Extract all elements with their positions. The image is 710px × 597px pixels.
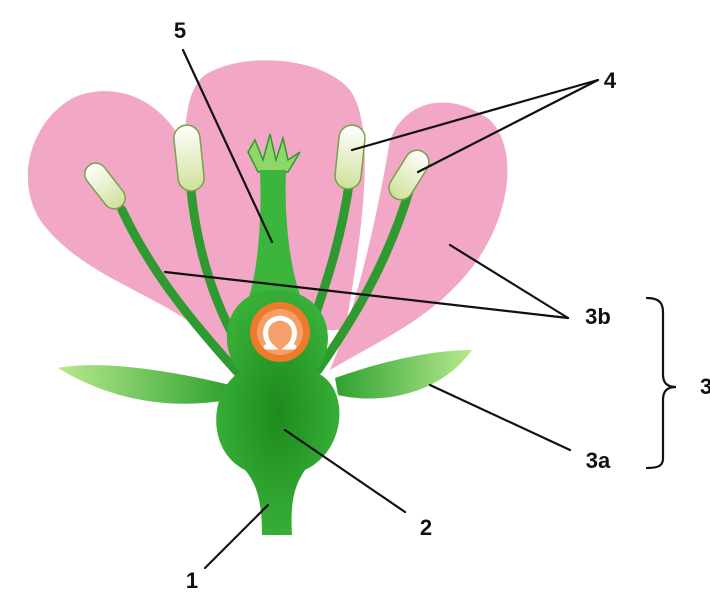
label-5: 5: [174, 18, 186, 43]
bracket-3: [647, 298, 676, 468]
sepal-right: [335, 350, 472, 399]
label-3: 3: [700, 374, 710, 399]
ovule: [250, 302, 310, 362]
label-3a: 3a: [586, 448, 611, 473]
leader-1: [205, 505, 268, 568]
label-4: 4: [604, 68, 617, 93]
leader-3a: [430, 385, 570, 450]
sepal-left: [58, 365, 230, 404]
label-2: 2: [420, 515, 432, 540]
label-3b: 3b: [585, 304, 611, 329]
label-1: 1: [186, 568, 198, 593]
